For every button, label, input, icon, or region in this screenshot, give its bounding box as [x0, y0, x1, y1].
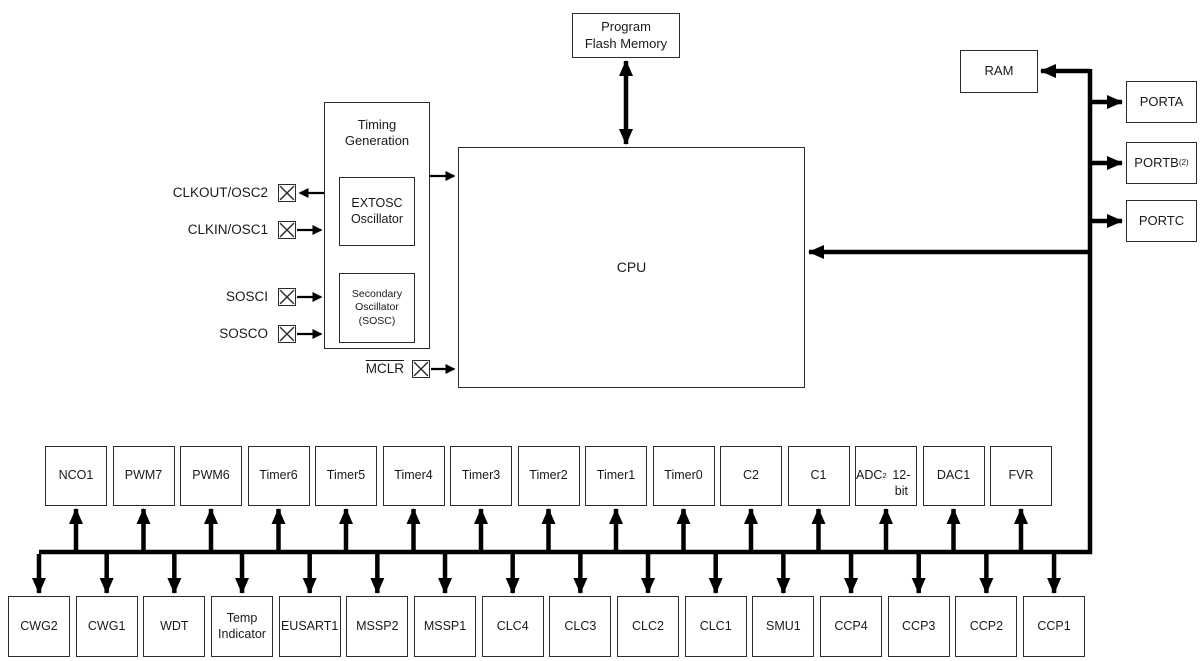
peripheral-fvr: FVR	[990, 446, 1052, 506]
peripheral-cwg2: CWG2	[8, 596, 70, 657]
peripheral-mssp1: MSSP1	[414, 596, 477, 657]
peripheral-pwm7: PWM7	[112, 446, 175, 506]
peripheral-pwm6: PWM6	[180, 446, 242, 506]
peripheral-clc1: CLC1	[684, 596, 747, 657]
peripheral-timer0: Timer0	[652, 446, 715, 506]
pin-label-sosco: SOSCO	[219, 326, 268, 341]
pin-pad-icon-clkout-osc2	[278, 184, 296, 202]
peripheral-ccp3: CCP3	[887, 596, 950, 657]
peripheral-smu1: SMU1	[752, 596, 815, 657]
peripheral-timer4: Timer4	[382, 446, 445, 506]
box-cpu: CPU	[458, 147, 805, 388]
peripheral-clc4: CLC4	[481, 596, 544, 657]
box-portc: PORTC	[1126, 200, 1197, 242]
pin-pad-icon-clkin-osc1	[278, 221, 296, 239]
peripheral-timer6: Timer6	[247, 446, 310, 506]
peripheral-ccp2: CCP2	[955, 596, 1018, 657]
peripheral-timer1: Timer1	[585, 446, 647, 506]
peripheral-mssp2: MSSP2	[346, 596, 409, 657]
peripheral-clc2: CLC2	[617, 596, 680, 657]
pin-pad-icon-mclr	[412, 360, 430, 378]
peripheral-ccp1: CCP1	[1023, 596, 1086, 657]
peripheral-timer5: Timer5	[315, 446, 377, 506]
box-portb-2: PORTB(2)	[1126, 142, 1197, 184]
pin-pad-icon-sosci	[278, 288, 296, 306]
peripheral-ccp4: CCP4	[820, 596, 883, 657]
pin-label-mclr: MCLR	[365, 361, 404, 376]
pin-label-sosci: SOSCI	[225, 289, 268, 304]
peripheral-cwg1: CWG1	[75, 596, 138, 657]
peripheral-nco1: NCO1	[45, 446, 107, 506]
peripheral-timer2: Timer2	[517, 446, 580, 506]
peripheral-timer3: Timer3	[450, 446, 512, 506]
peripheral-dac1: DAC1	[922, 446, 985, 506]
peripheral-c2: C2	[720, 446, 782, 506]
peripheral-c1: C1	[787, 446, 850, 506]
system-bus	[39, 69, 1093, 555]
peripheral-clc3: CLC3	[549, 596, 612, 657]
box-ram: RAM	[960, 50, 1038, 93]
box-porta: PORTA	[1126, 81, 1197, 123]
pin-label-clkout-osc2: CLKOUT/OSC2	[172, 185, 268, 200]
peripheral-eusart1: EUSART1	[278, 596, 341, 657]
pin-pad-icon-sosco	[278, 325, 296, 343]
peripheral-wdt: WDT	[143, 596, 206, 657]
pin-label-clkin-osc1: CLKIN/OSC1	[187, 222, 268, 237]
